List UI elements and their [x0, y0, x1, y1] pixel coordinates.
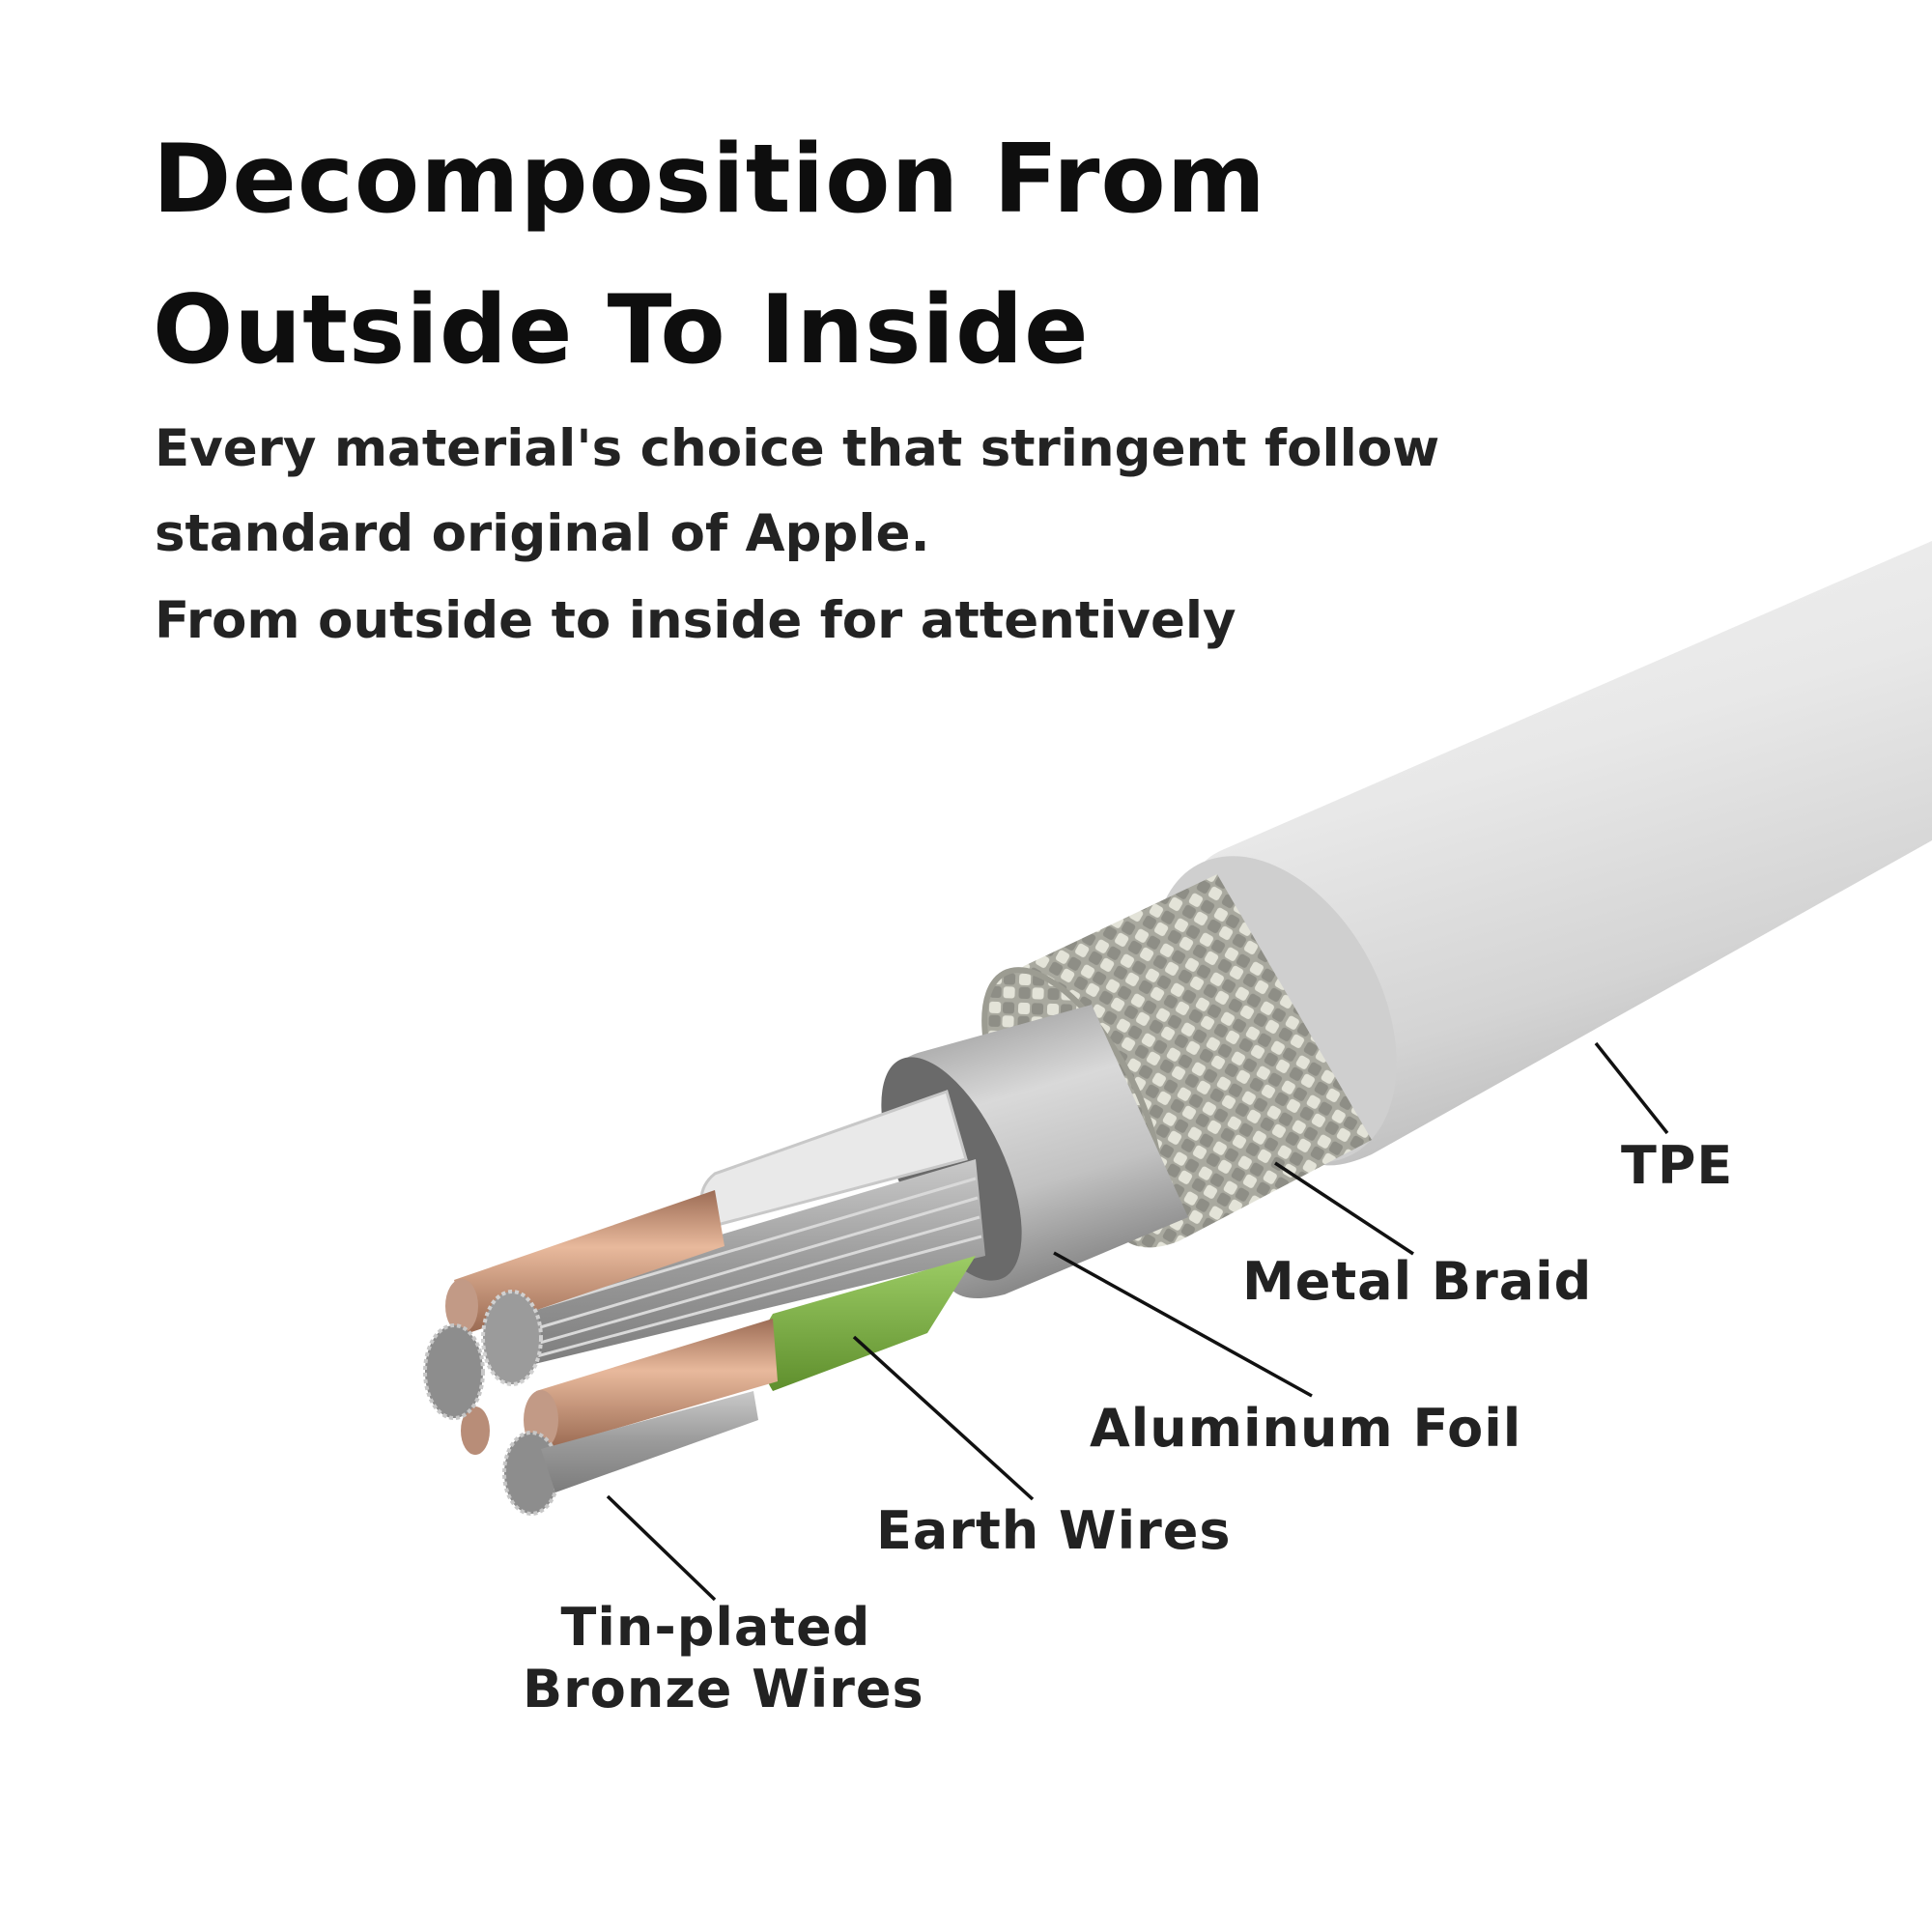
inner-conductors — [423, 1090, 985, 1516]
subtitle-line1: Every material's choice that stringent f… — [155, 419, 1440, 478]
label-tpe: TPE — [1621, 1135, 1734, 1196]
leader-lines — [606, 1041, 1669, 1602]
leader-line-bronze-wires — [606, 1494, 717, 1602]
subtitle-line3: From outside to inside for attentively — [155, 591, 1236, 650]
label-earth-wires: Earth Wires — [876, 1500, 1232, 1561]
label-metal-braid: Metal Braid — [1242, 1251, 1593, 1312]
leader-line-aluminum-foil — [1053, 1251, 1313, 1398]
leader-line-earth-wires — [852, 1335, 1035, 1501]
label-tin-plated-line2: Bronze Wires — [523, 1659, 924, 1719]
page-title-line1: Decomposition From — [153, 125, 1266, 235]
leader-line-metal-braid — [1274, 1161, 1414, 1256]
leader-line-tpe — [1594, 1041, 1669, 1135]
subtitle-line2: standard original of Apple. — [155, 504, 930, 563]
label-aluminum-foil: Aluminum Foil — [1090, 1398, 1522, 1459]
label-tin-plated-bronze-wires: Tin-plated Bronze Wires — [523, 1597, 924, 1719]
page-title-line2: Outside To Inside — [153, 275, 1090, 385]
label-tin-plated-line1: Tin-plated — [560, 1597, 871, 1658]
